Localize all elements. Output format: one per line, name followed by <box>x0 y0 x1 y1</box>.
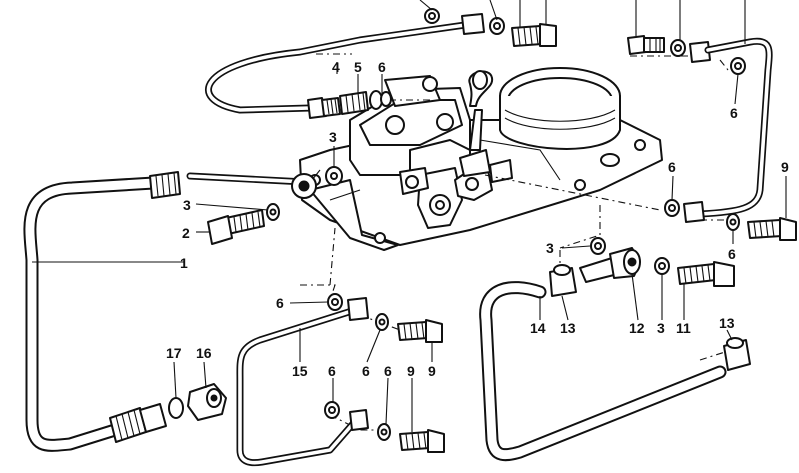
callout-6: 6 <box>730 105 738 121</box>
callout-16: 16 <box>196 345 212 361</box>
callout-2: 2 <box>182 225 190 241</box>
callout-3: 3 <box>183 197 191 213</box>
fuel-hose-1 <box>23 171 309 452</box>
callout-6: 6 <box>384 363 392 379</box>
top-right-banjo-group <box>627 35 797 241</box>
callout-6: 6 <box>728 246 736 262</box>
callout-4: 4 <box>332 59 340 75</box>
throttle-housing-body <box>299 67 663 251</box>
left-banjo-bolt-group <box>207 166 343 245</box>
leader-lines <box>32 0 787 432</box>
callout-6: 6 <box>362 363 370 379</box>
callout-6: 6 <box>328 363 336 379</box>
callout-3: 3 <box>329 129 337 145</box>
callout-11: 11 <box>676 320 691 336</box>
callout-9: 9 <box>781 159 789 175</box>
callout-6: 6 <box>378 59 386 75</box>
fuel-line-4 <box>205 13 485 119</box>
fitting-5 <box>339 90 392 115</box>
callout-6: 6 <box>276 295 284 311</box>
fuel-pipe-15 <box>236 293 445 467</box>
callout-13: 13 <box>719 315 735 331</box>
callout-labels: 1 2 3 3 3 3 4 5 6 6 6 6 6 6 6 6 9 9 9 11… <box>166 59 789 379</box>
callout-9: 9 <box>407 363 415 379</box>
callout-5: 5 <box>354 59 362 75</box>
callout-9: 9 <box>428 363 436 379</box>
callout-12: 12 <box>629 320 645 336</box>
callout-3: 3 <box>546 240 554 256</box>
callout-6: 6 <box>668 159 676 175</box>
fuel-hose-14 <box>479 237 751 462</box>
callout-15: 15 <box>292 363 308 379</box>
callout-17: 17 <box>166 345 182 361</box>
callout-14: 14 <box>530 320 546 336</box>
callout-1: 1 <box>180 255 188 271</box>
callout-3: 3 <box>657 320 665 336</box>
top-banjo-bolt-group <box>424 8 557 47</box>
callout-13: 13 <box>560 320 576 336</box>
